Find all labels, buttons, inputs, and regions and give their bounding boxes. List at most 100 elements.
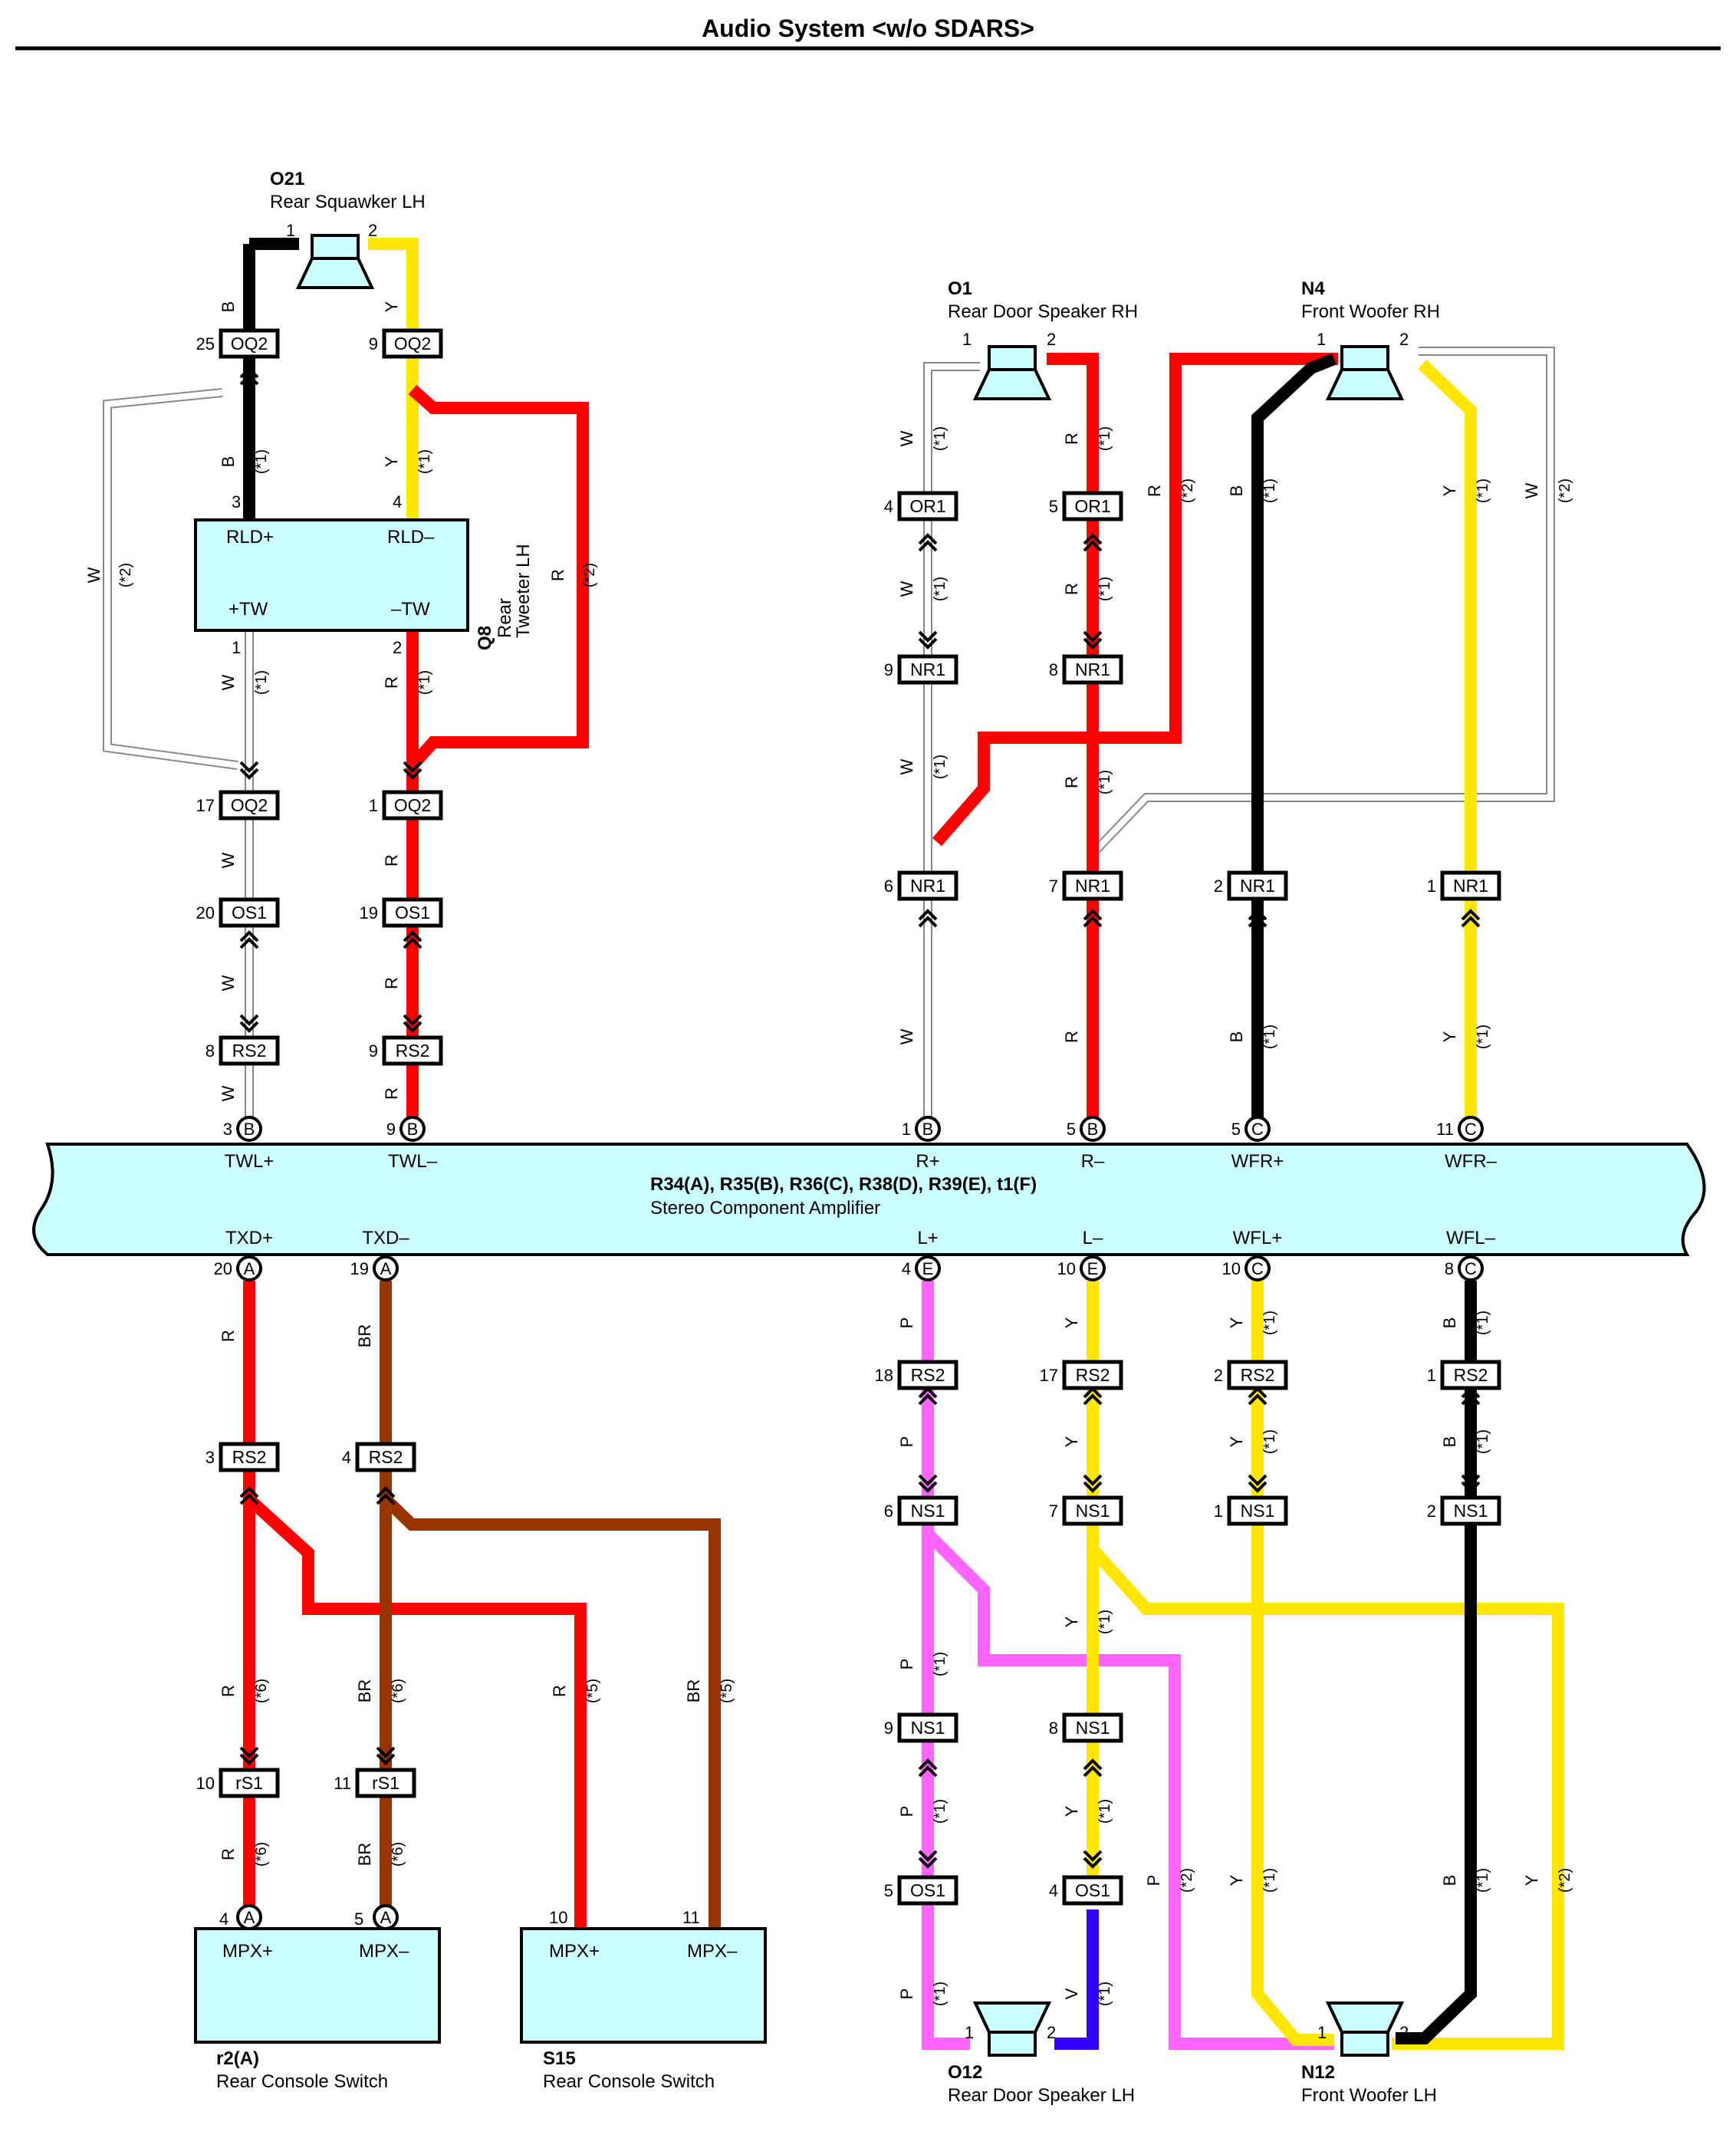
amp-t-l-minus: L– [1083,1228,1103,1248]
n4-pin2: 2 [1399,330,1409,349]
amp-pin-connector: B [244,1120,255,1139]
wire-note-label: (*1) [1475,1311,1491,1335]
wire-note-label: (*1) [1097,426,1113,451]
wire-y-o21-pin2 [368,238,419,520]
connector-pin: 20 [196,903,215,923]
wire-color-label: BR [355,1843,374,1867]
amp-pin: B5 [1067,1116,1106,1142]
wire-color-label: BR [355,1324,374,1348]
wire-color-label: R [382,977,401,989]
amp-pin-connector: A [380,1259,392,1278]
n4-pin1: 1 [1317,330,1326,349]
amp-pin-number: 4 [902,1259,911,1278]
connector-pin: 7 [1049,877,1058,896]
wire-note-label: (*1) [932,1652,949,1676]
connector-pin: 6 [884,1502,893,1521]
amplifier-band [32,1143,1706,1256]
q8-name-l2: Tweeter LH [513,544,534,638]
connector-pin: 4 [1049,1881,1058,1900]
wire-note-label: (*2) [1179,479,1196,503]
connector-label: RS2 [1454,1365,1488,1385]
wire-note-label: (*1) [1475,1868,1491,1893]
amp-pin: C10 [1222,1255,1271,1281]
wire-color-label: R [1145,485,1164,497]
wire-color-label: Y [1522,1874,1541,1886]
wire-r-txd-plus [243,1281,587,1929]
amp-pin-number: 5 [1067,1120,1076,1139]
amp-pin-connector: E [922,1259,934,1278]
wire-color-label: W [219,975,238,991]
wire-note-label: (*1) [1261,479,1278,503]
switch-pin: A [373,1904,399,1930]
wire-note-label: (*2) [1557,479,1573,503]
connector-label: NS1 [911,1718,945,1738]
wire-r-loop-star2 [408,385,589,770]
connector-label: NS1 [1076,1718,1110,1738]
q8-pin4: 4 [393,492,402,511]
connector-label: NR1 [1075,659,1110,679]
o1-code: O1 [948,278,972,299]
amp-pin-connector: E [1087,1259,1099,1278]
connector-pin: 1 [1214,1502,1223,1521]
wire-color-label: W [84,567,104,583]
wire-color-label: W [897,430,916,446]
wire-color-label: Y [1227,1317,1246,1328]
wire-color-label: W [1522,482,1541,498]
connector-pin: 4 [342,1448,351,1467]
wire-color-label: Y [1227,1874,1246,1886]
wire-color-label: B [1227,485,1246,497]
amp-t-wfl-minus: WFL– [1446,1228,1496,1248]
connector-label: OS1 [395,903,430,923]
q8-pin2: 2 [393,638,402,657]
r2-code: r2(A) [216,2048,259,2069]
connector-label: RS2 [232,1041,267,1061]
connector-label: OQ2 [231,795,268,815]
wire-color-label: R [382,854,401,867]
connector-label: NR1 [910,876,945,896]
o1-pin2: 2 [1047,330,1056,349]
o21-name: Rear Squawker LH [270,192,426,212]
amp-pin-connector: B [922,1120,934,1139]
n4-code: N4 [1301,278,1325,299]
wire-r-n4-star2 [932,353,1338,847]
wire-note-label: (*1) [1261,1311,1278,1335]
wire-note-label: (*1) [253,670,270,695]
connector-label: rS1 [372,1773,399,1793]
wire-color-label: R [219,1685,238,1697]
connector-rs2: RS2 4 [342,1442,416,1472]
connector-pin: 9 [369,334,378,354]
amp-t-wfr-minus: WFR– [1445,1151,1498,1172]
amp-pin-connector: A [244,1259,255,1278]
amp-t-twl-plus: TWL+ [225,1151,275,1172]
amp-t-txd-minus: TXD– [362,1228,409,1248]
amp-name: Stereo Component Amplifier [650,1198,880,1219]
wire-note-label: (*1) [1097,577,1113,601]
o21-pin1: 1 [286,221,295,240]
connector-label: NS1 [911,1501,945,1521]
amp-pin-number: 1 [902,1120,911,1139]
wire-note-label: (*1) [1097,1982,1113,2006]
wire-color-label: P [897,1317,916,1329]
r2-mpx-plus: MPX+ [222,1941,273,1962]
wire-w-loop-star2 [103,388,238,770]
wire-color-label: R [550,1685,569,1697]
wire-note-label: (*1) [416,449,433,474]
wire-y-wfl-plus [1251,1281,1334,2046]
amp-t-l-plus: L+ [917,1228,938,1248]
amp-t-wfl-plus: WFL+ [1233,1228,1283,1248]
amp-pin-number: 10 [1057,1259,1076,1278]
wire-color-label: P [897,1659,916,1670]
wire-b-n4-pin1 [1251,353,1337,1127]
r2-name: Rear Console Switch [216,2071,388,2092]
connector-label: RS2 [369,1447,403,1467]
